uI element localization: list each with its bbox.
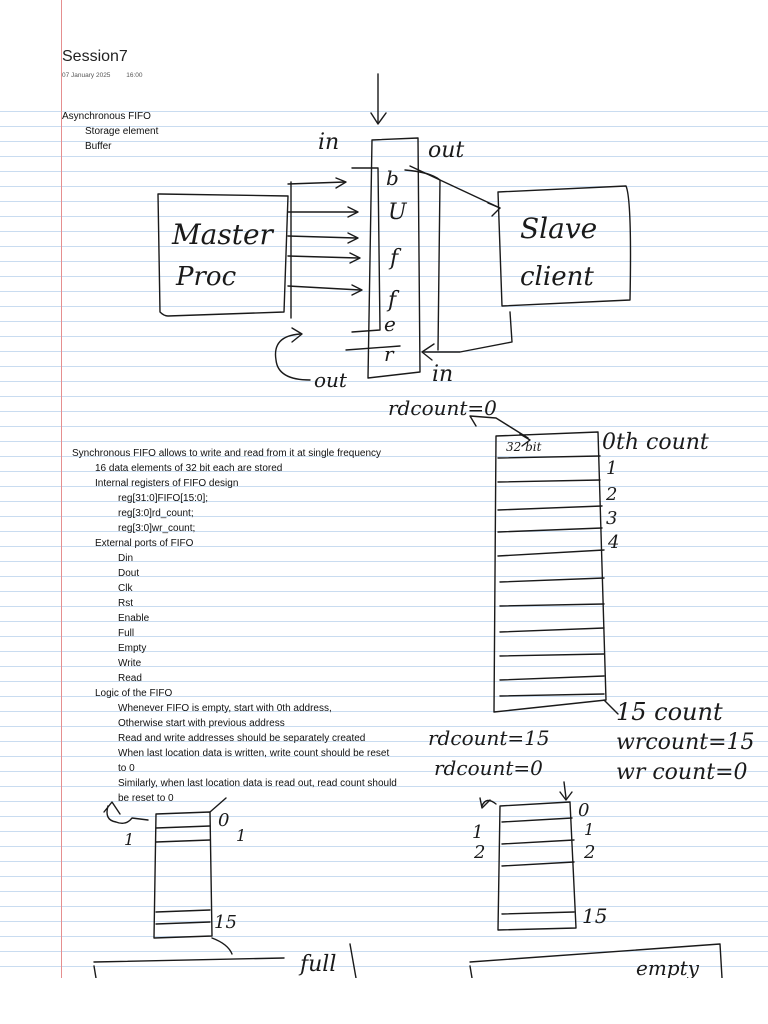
slave-box bbox=[421, 185, 632, 361]
port-item: Enable bbox=[118, 613, 150, 624]
port-item: Dout bbox=[118, 568, 140, 579]
hw-proc: Proc bbox=[176, 262, 237, 292]
hw-right-one-left: 1 bbox=[472, 822, 484, 843]
hw-fifo-letter: f bbox=[388, 288, 397, 313]
hw-left-caption: full bbox=[300, 952, 337, 977]
hw-rdcount-15: rdcount=15 bbox=[428, 726, 550, 750]
hw-client: client bbox=[520, 262, 594, 292]
hw-out-bottom: out bbox=[314, 368, 347, 392]
hw-fifo-letter: e bbox=[384, 312, 396, 336]
hw-in-top: in bbox=[318, 130, 340, 155]
logic-item: Otherwise start with previous address bbox=[118, 718, 285, 729]
hw-right-one: 1 bbox=[584, 820, 595, 839]
section2-intro: Synchronous FIFO allows to write and rea… bbox=[72, 448, 382, 459]
hw-index-label: 1 bbox=[606, 458, 618, 479]
fifo-box bbox=[345, 73, 501, 379]
port-item: Write bbox=[118, 658, 142, 669]
port-item: Read bbox=[118, 673, 142, 684]
hw-fifo-letter: f bbox=[390, 246, 399, 271]
note-page: Session7 07 January 2025 16:00 Asynchron… bbox=[0, 0, 768, 978]
hw-left-zero: 0 bbox=[218, 810, 230, 831]
hw-wrcount-15: wrcount=15 bbox=[616, 730, 755, 755]
hw-right-zero: 0 bbox=[578, 800, 590, 821]
port-item: Din bbox=[118, 553, 134, 564]
hw-right-two-left: 2 bbox=[474, 842, 486, 863]
section2-line: 16 data elements of 32 bit each are stor… bbox=[95, 463, 283, 474]
hw-fifo-letter: r bbox=[384, 342, 394, 366]
hw-out-top: out bbox=[428, 138, 465, 163]
section1-item: Storage element bbox=[85, 126, 159, 137]
hw-fifo-letter: b bbox=[386, 166, 399, 190]
hw-fifo-letter: U bbox=[388, 200, 407, 225]
hw-wrcount-0: wr count=0 bbox=[616, 760, 748, 785]
hw-rdcount-20: rdcount=0 bbox=[434, 756, 543, 780]
hw-master: Master bbox=[172, 218, 273, 251]
hw-right-fifteen: 15 bbox=[582, 904, 608, 928]
section1-item: Buffer bbox=[85, 141, 112, 152]
port-item: Empty bbox=[118, 643, 147, 654]
hw-slave: Slave bbox=[520, 212, 598, 245]
port-item: Rst bbox=[118, 598, 133, 609]
register-item: reg[31:0]FIFO[15:0]; bbox=[118, 493, 209, 504]
ink-drawings bbox=[93, 73, 723, 978]
hw-left-one: 1 bbox=[236, 826, 247, 845]
port-item: Full bbox=[118, 628, 135, 639]
hw-left-fifteen: 15 bbox=[214, 912, 237, 933]
port-item: Clk bbox=[118, 583, 133, 594]
hw-right-caption: empty bbox=[636, 956, 699, 978]
page-meta: 07 January 2025 16:00 bbox=[62, 72, 157, 79]
logic-item: When last location data is written, writ… bbox=[118, 748, 390, 759]
hw-cell-label: 32 bit bbox=[506, 440, 542, 454]
out-feedback-arrow bbox=[274, 327, 311, 381]
logic-item: Similarly, when last location data is re… bbox=[118, 778, 397, 789]
section2-line: External ports of FIFO bbox=[95, 538, 194, 549]
fifo-column-right bbox=[469, 415, 619, 715]
hw-index-label: 4 bbox=[608, 532, 620, 553]
hw-left-one-b: 1 bbox=[124, 830, 135, 849]
logic-item: Whenever FIFO is empty, start with 0th a… bbox=[118, 703, 332, 714]
page-margin-line bbox=[61, 0, 62, 978]
page-date: 07 January 2025 bbox=[62, 72, 111, 79]
page-title: Session7 bbox=[62, 48, 128, 65]
page-time: 16:00 bbox=[126, 72, 143, 79]
fifo-column-bottom-right bbox=[469, 781, 723, 978]
hw-rdcount-0: rdcount=0 bbox=[388, 396, 497, 420]
logic-item: to 0 bbox=[118, 763, 135, 774]
hw-count-bottom: 15 count bbox=[616, 698, 723, 726]
section1-heading: Asynchronous FIFO bbox=[62, 111, 151, 122]
fifo-column-bottom-left bbox=[93, 797, 357, 978]
register-item: reg[3:0]rd_count; bbox=[118, 508, 194, 519]
logic-item: Read and write addresses should be separ… bbox=[118, 733, 366, 744]
register-item: reg[3:0]wr_count; bbox=[118, 523, 196, 534]
hw-index-label: 3 bbox=[606, 508, 618, 529]
section2-line: Internal registers of FIFO design bbox=[95, 478, 239, 489]
master-box bbox=[157, 177, 363, 319]
section2-line: Logic of the FIFO bbox=[95, 688, 173, 699]
hw-index-label: 2 bbox=[606, 484, 618, 505]
hw-count-top: 0th count bbox=[602, 430, 709, 455]
hw-right-two: 2 bbox=[584, 842, 596, 863]
hw-in-bottom: in bbox=[432, 362, 454, 387]
logic-item: be reset to 0 bbox=[118, 793, 174, 804]
